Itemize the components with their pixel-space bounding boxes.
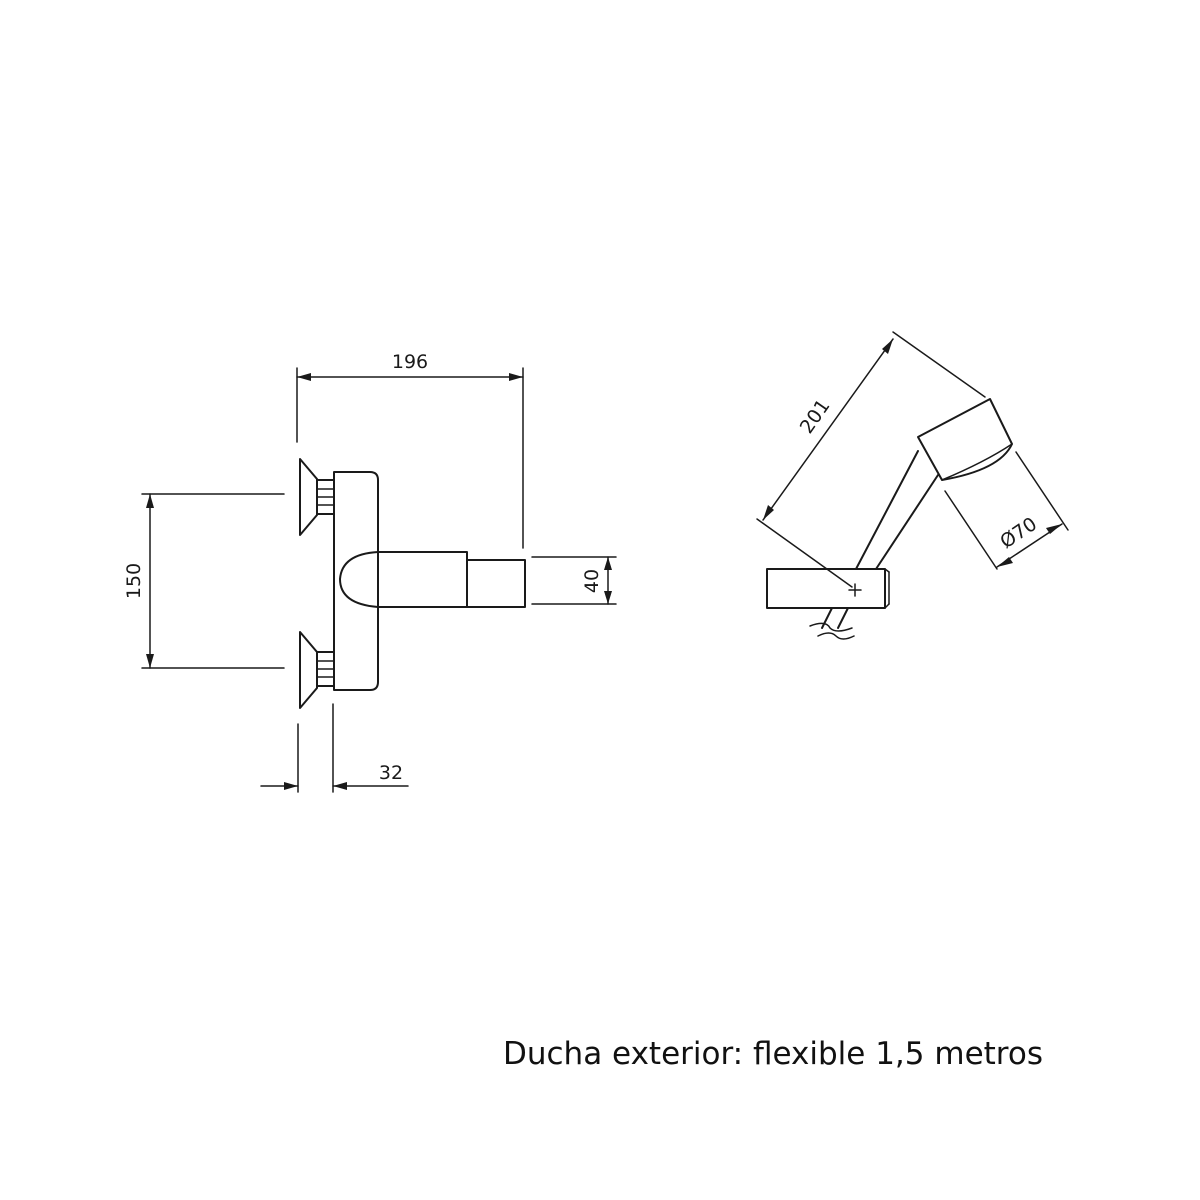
dimension-wall-depth: 32 [260, 703, 409, 793]
dimension-width-label: 196 [392, 351, 428, 373]
holder-base [766, 568, 886, 609]
dimension-wall-depth-label: 32 [379, 762, 403, 784]
dimension-spout-height: 40 [531, 556, 617, 605]
mixer-front-view [299, 458, 526, 709]
shower-head [917, 398, 1013, 481]
spout-arm [339, 551, 468, 608]
shower-handle [855, 450, 919, 570]
dimension-inlet-spacing-label: 150 [123, 563, 145, 599]
dimension-head-length: 201 [756, 331, 986, 588]
caption: Ducha exterior: flexible 1,5 metros [503, 1036, 1043, 1072]
spout-outlet [466, 559, 526, 608]
dimension-head-diameter: Ø70 [944, 451, 1069, 570]
lower-flange [299, 631, 318, 709]
flexible-hose [821, 607, 849, 629]
dimension-head-length-label: 201 [796, 395, 835, 437]
dimension-spout-height-label: 40 [581, 569, 603, 593]
shower-side-view [766, 398, 1013, 640]
upper-flange [299, 458, 318, 536]
dimension-head-diameter-label: Ø70 [996, 513, 1041, 553]
dimension-inlet-spacing: 150 [123, 493, 285, 669]
dimension-width: 196 [296, 351, 524, 549]
